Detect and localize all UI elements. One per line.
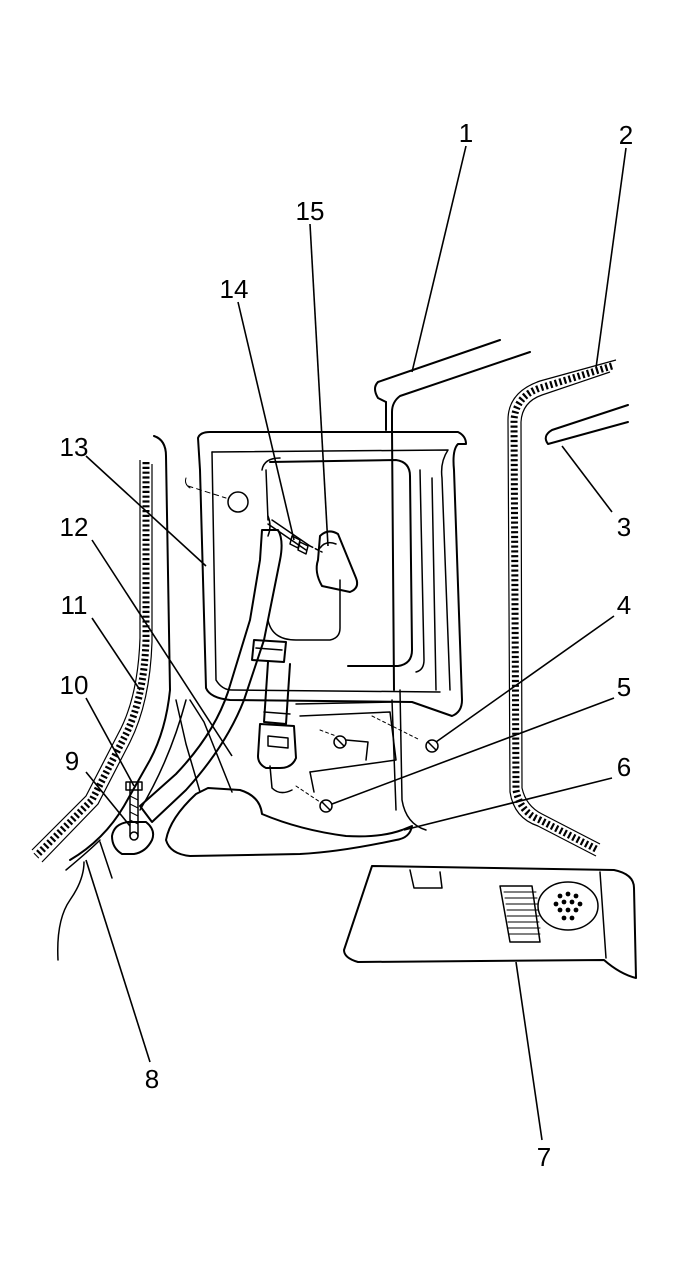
callout-5: 5 [617, 672, 631, 702]
callout-11: 11 [61, 590, 88, 620]
callout-4: 4 [617, 590, 631, 620]
callout-6: 6 [617, 752, 631, 782]
callout-7: 7 [537, 1142, 551, 1172]
seat-belt-buckle [257, 723, 297, 794]
body-panel-left [57, 435, 187, 961]
seat-belt-webbing [139, 515, 291, 823]
lower-anchor-bracket [111, 821, 155, 855]
leader-9 [85, 771, 131, 827]
door-opening-weatherstrip [507, 359, 617, 857]
rear-trim-panel-speaker [343, 865, 637, 979]
leader-1 [411, 145, 467, 373]
leader-15 [309, 223, 329, 547]
leader-lines [85, 145, 627, 1141]
rear-pillar-weatherstrip [31, 460, 153, 863]
callout-3: 3 [617, 512, 631, 542]
speaker-grille [537, 881, 599, 931]
leader-5 [331, 697, 615, 805]
leader-11 [91, 617, 141, 691]
callout-14: 14 [220, 274, 249, 304]
leader-8 [85, 859, 151, 1063]
leader-3 [561, 445, 613, 513]
leader-13 [85, 455, 207, 567]
callout-8: 8 [145, 1064, 159, 1094]
leader-12 [91, 539, 233, 757]
callout-1: 1 [459, 118, 473, 148]
upper-anchor-bolt [267, 519, 323, 555]
callout-15: 15 [296, 196, 325, 226]
callout-10: 10 [60, 670, 89, 700]
callout-2: 2 [619, 120, 633, 150]
callout-9: 9 [65, 746, 79, 776]
lower-storage-area [295, 701, 421, 793]
callout-13: 13 [60, 432, 89, 462]
leader-14 [237, 301, 295, 541]
leader-7 [515, 961, 543, 1141]
callout-labels: 1 2 3 4 5 6 7 8 9 10 11 12 13 14 15 [60, 118, 634, 1172]
lower-anchor-bolt [125, 781, 143, 837]
leader-6 [403, 777, 613, 831]
trim-screw [425, 739, 439, 753]
trim-screw [295, 785, 333, 813]
leader-10 [85, 697, 135, 787]
pillar-body [391, 429, 427, 831]
callout-12: 12 [60, 512, 89, 542]
leader-4 [435, 615, 615, 743]
quarter-trim-panel [185, 431, 467, 717]
trim-screw [333, 735, 347, 749]
lower-trim-cover [165, 699, 413, 857]
roof-rail-trim [374, 339, 531, 431]
upper-trim-rail [544, 404, 629, 445]
leader-2 [595, 147, 627, 369]
vent-grille [499, 885, 541, 943]
shoulder-belt-guide [315, 530, 359, 593]
